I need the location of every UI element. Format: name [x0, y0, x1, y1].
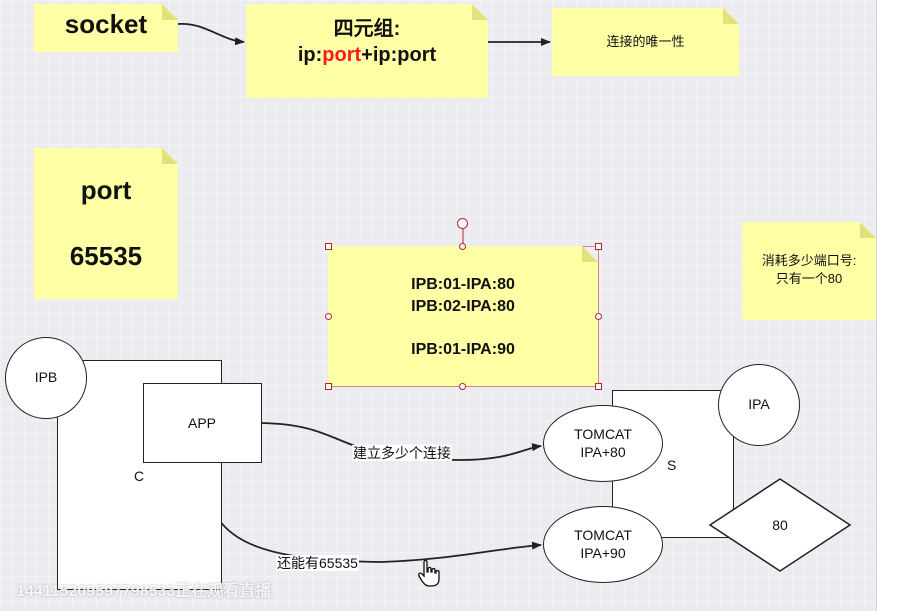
connection-line-2: IPB:02-IPA:80	[411, 298, 515, 315]
four-tuple-title: 四元组:	[333, 18, 401, 40]
tomcat-90-name: TOMCAT	[574, 527, 632, 543]
four-tuple-note[interactable]: 四元组: ip:port+ip:port	[246, 4, 488, 98]
viewer-count-watermark: 1441152095977985​33正在观看直播	[16, 583, 272, 600]
uniqueness-note[interactable]: 连接的唯一性	[552, 8, 739, 76]
consumption-line-1: 消耗多少端口号:	[761, 253, 857, 268]
connections-question-label: 建立多少个连接	[352, 445, 452, 461]
ipb-label: IPB	[34, 369, 58, 385]
tomcat-80-name: TOMCAT	[574, 426, 632, 442]
port-label: port	[80, 175, 132, 205]
socket-note[interactable]: socket	[34, 4, 178, 52]
ipa-label: IPA	[748, 396, 770, 412]
four-tuple-formula: ip:port+ip:port	[246, 42, 488, 68]
resize-handle-nw[interactable]	[325, 243, 332, 250]
diagram-canvas[interactable]: socket 四元组: ip:port+ip:port 连接的唯一性 port …	[0, 0, 876, 611]
connections-note[interactable]: IPB:01-IPA:80 IPB:02-IPA:80 IPB:01-IPA:9…	[328, 246, 598, 386]
socket-to-tuple-arrow[interactable]	[177, 23, 245, 46]
port-max-value: 65535	[69, 241, 143, 271]
four-tuple-ip: ip:	[297, 44, 323, 66]
right-side-panel	[876, 0, 920, 611]
consumption-line-2: 只有一个80	[775, 271, 843, 286]
client-label: C	[134, 468, 145, 484]
resize-handle-se[interactable]	[595, 383, 602, 390]
port-note[interactable]: port 65535	[34, 148, 178, 299]
resize-handle-sw[interactable]	[325, 383, 332, 390]
uniqueness-text: 连接的唯一性	[606, 34, 685, 49]
hand-cursor-icon	[418, 560, 440, 587]
app-to-tomcat90-arrow[interactable]	[201, 461, 542, 563]
resize-handle-ne[interactable]	[595, 243, 602, 250]
four-tuple-rest: +ip:port	[361, 44, 437, 66]
resize-handle-s[interactable]	[459, 383, 466, 390]
tomcat-80-port: IPA+80	[580, 444, 626, 460]
rotate-handle[interactable]	[457, 218, 468, 229]
four-tuple-port-highlight: port	[322, 44, 362, 66]
port-80-diamond[interactable]	[708, 477, 852, 573]
connection-line-1: IPB:01-IPA:80	[411, 276, 515, 293]
resize-handle-w[interactable]	[325, 313, 332, 320]
connection-line-3: IPB:01-IPA:90	[411, 341, 515, 358]
app-box[interactable]: APP	[143, 383, 262, 463]
ipb-circle[interactable]: IPB	[5, 337, 87, 419]
port-consumption-note[interactable]: 消耗多少端口号: 只有一个80	[742, 222, 876, 320]
ipa-circle[interactable]: IPA	[718, 364, 800, 446]
remaining-ports-label: 还能有65535	[276, 555, 359, 571]
tomcat-90-port: IPA+90	[580, 545, 626, 561]
app-label: APP	[187, 415, 216, 431]
resize-handle-n[interactable]	[459, 243, 466, 250]
port-80-label: 80	[772, 517, 788, 533]
socket-text: socket	[64, 9, 148, 39]
tomcat-80-ellipse[interactable]: TOMCAT IPA+80	[543, 405, 663, 482]
server-label: S	[667, 457, 677, 473]
tomcat-90-ellipse[interactable]: TOMCAT IPA+90	[543, 506, 663, 583]
resize-handle-e[interactable]	[595, 313, 602, 320]
